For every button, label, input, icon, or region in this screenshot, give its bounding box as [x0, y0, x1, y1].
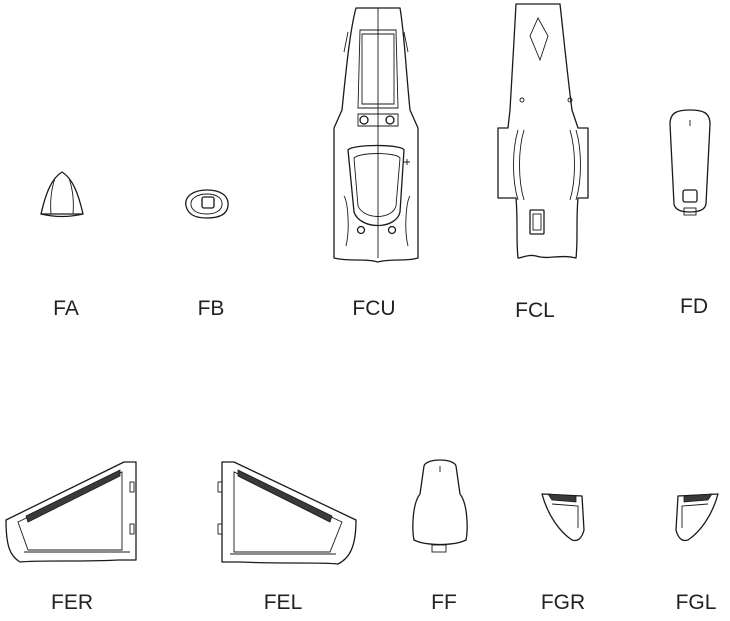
- part-fgl-drawing: [675, 493, 719, 542]
- part-fer-label: FER: [51, 591, 93, 614]
- part-fd-label: FD: [680, 295, 708, 318]
- part-fgr-label: FGR: [541, 591, 585, 614]
- part-fcu-label: FCU: [352, 297, 395, 320]
- part-fel-drawing: [217, 461, 357, 565]
- part-fcl-label: FCL: [515, 299, 555, 322]
- part-fd-drawing: [669, 109, 711, 216]
- part-ff-drawing: [412, 459, 468, 553]
- part-fcu-drawing: [333, 7, 419, 263]
- part-fb-label: FB: [198, 297, 225, 320]
- part-fa-label: FA: [53, 297, 79, 320]
- part-fer-drawing: [5, 461, 137, 563]
- part-fgl-label: FGL: [676, 591, 717, 614]
- part-fa-drawing: [40, 171, 84, 218]
- part-ff-label: FF: [431, 591, 457, 614]
- part-fb-drawing: [185, 189, 229, 219]
- part-fgr-drawing: [541, 493, 585, 542]
- part-fel-label: FEL: [264, 591, 303, 614]
- part-fcl-drawing: [497, 3, 589, 259]
